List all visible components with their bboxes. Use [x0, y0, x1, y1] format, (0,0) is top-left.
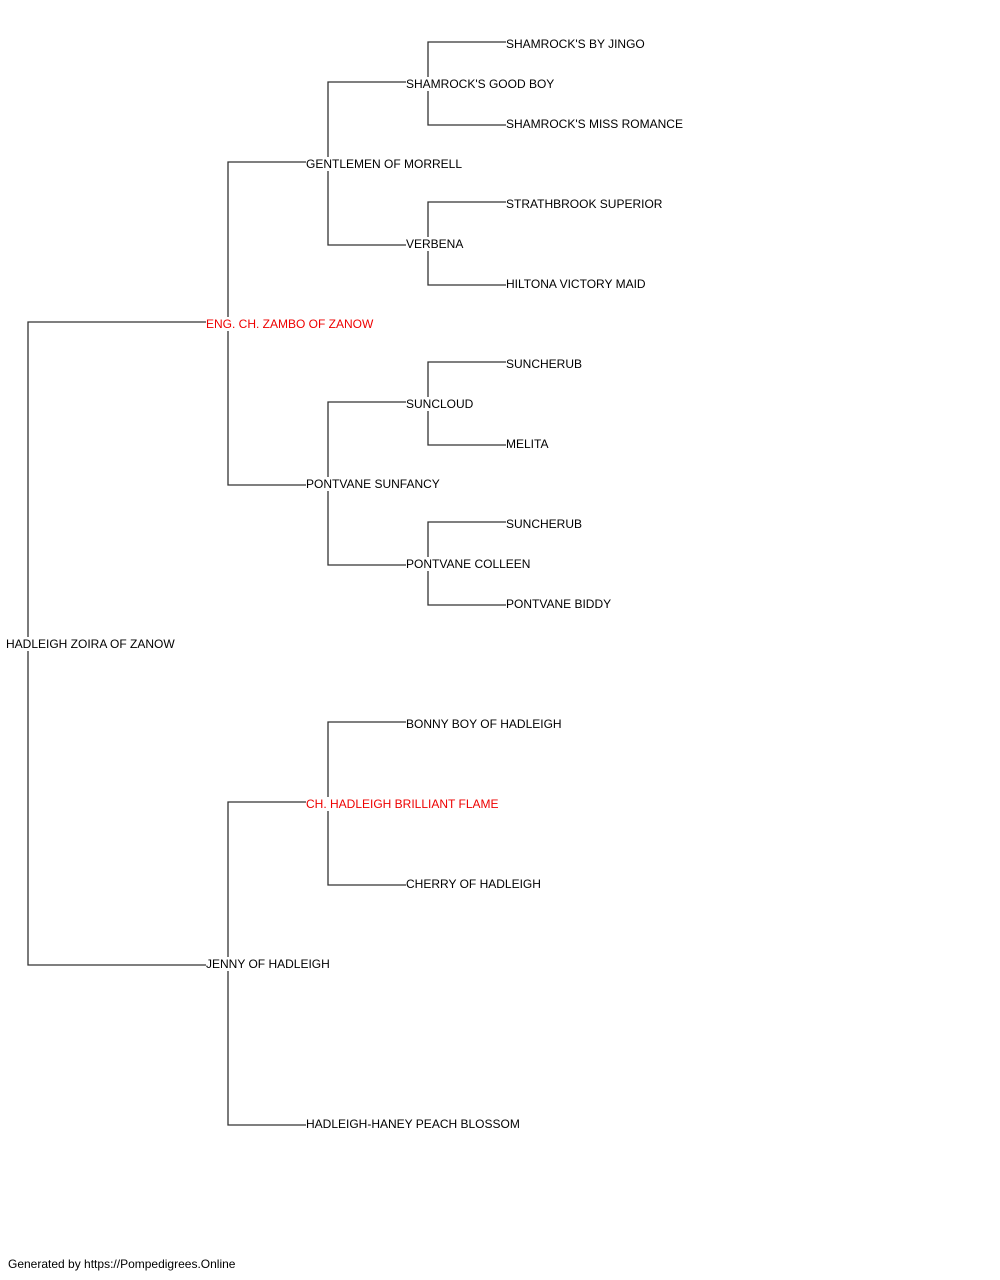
dog-name-sss[interactable]: SHAMROCK'S GOOD BOY: [406, 77, 557, 91]
dog-name-dam-sire[interactable]: CH. HADLEIGH BRILLIANT FLAME: [306, 797, 501, 811]
dog-name-dss[interactable]: BONNY BOY OF HADLEIGH: [406, 717, 564, 731]
dog-name-sire-sire[interactable]: GENTLEMEN OF MORRELL: [306, 157, 465, 171]
dog-name-sdsd[interactable]: MELITA: [506, 437, 551, 451]
generator-credit: Generated by https://Pompedigrees.Online: [8, 1257, 236, 1271]
dog-name-sssd[interactable]: SHAMROCK'S MISS ROMANCE: [506, 117, 685, 131]
dog-name-sddd[interactable]: PONTVANE BIDDY: [506, 597, 614, 611]
dog-name-sdds[interactable]: SUNCHERUB: [506, 517, 585, 531]
dog-name-sire-dam[interactable]: PONTVANE SUNFANCY: [306, 477, 442, 491]
dog-name-subject[interactable]: HADLEIGH ZOIRA OF ZANOW: [6, 637, 177, 651]
dog-name-sdd[interactable]: PONTVANE COLLEEN: [406, 557, 533, 571]
dog-name-sds[interactable]: SUNCLOUD: [406, 397, 476, 411]
dog-name-ssd[interactable]: VERBENA: [406, 237, 466, 251]
dog-name-dsd[interactable]: CHERRY OF HADLEIGH: [406, 877, 543, 891]
dog-name-ssds[interactable]: STRATHBROOK SUPERIOR: [506, 197, 665, 211]
dog-name-ssss[interactable]: SHAMROCK'S BY JINGO: [506, 37, 647, 51]
dog-name-ssdd[interactable]: HILTONA VICTORY MAID: [506, 277, 648, 291]
dog-name-dam-dam[interactable]: HADLEIGH-HANEY PEACH BLOSSOM: [306, 1117, 522, 1131]
dog-name-sire[interactable]: ENG. CH. ZAMBO OF ZANOW: [206, 317, 376, 331]
dog-name-dam[interactable]: JENNY OF HADLEIGH: [206, 957, 332, 971]
dog-name-sdss[interactable]: SUNCHERUB: [506, 357, 585, 371]
